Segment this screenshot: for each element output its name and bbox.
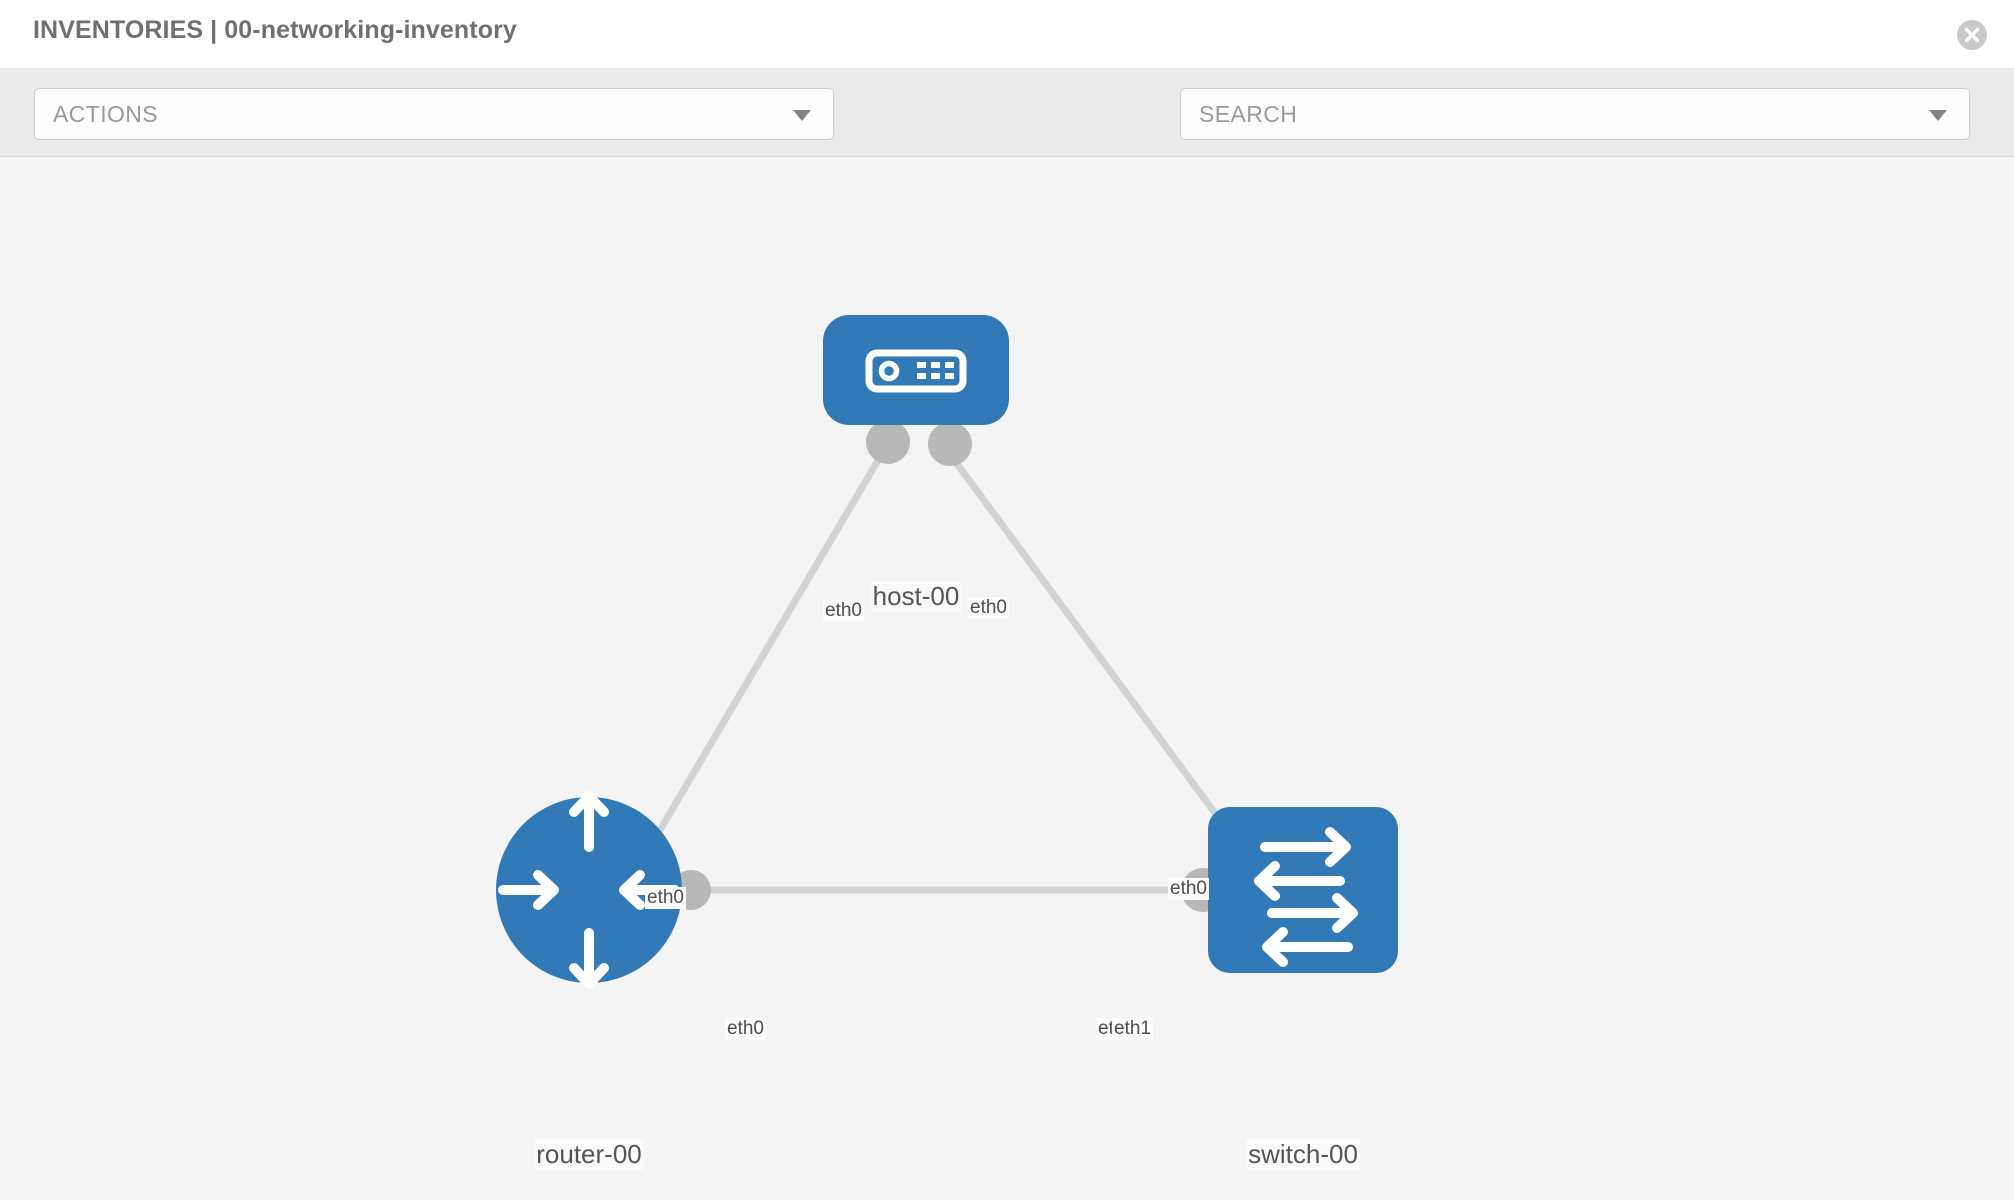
page-header: INVENTORIES | 00-networking-inventory [0,0,2014,69]
page-title: INVENTORIES | 00-networking-inventory [33,16,517,44]
server-appliance-icon [865,349,967,393]
search-input[interactable]: SEARCH [1180,88,1970,140]
chevron-down-icon [793,110,811,121]
iface-label-router00-right: eth0 [725,1018,766,1040]
endpoint-host00-right [928,422,972,466]
search-placeholder-label: SEARCH [1199,101,1298,127]
topology-graph [496,315,1398,989]
actions-dropdown[interactable]: ACTIONS [34,88,834,140]
node-label-host-00: host-00 [870,581,962,612]
topology-links [646,454,1243,894]
node-switch-00 [1208,807,1398,973]
iface-label-host00-left: eth0 [823,600,864,622]
close-icon[interactable] [1956,19,1988,51]
node-label-router-00: router-00 [534,1139,644,1170]
topology-canvas[interactable]: eth0 eth0 eth0 eth0 eth0 eth0 eth1 host-… [0,157,2014,1200]
actions-dropdown-label: ACTIONS [53,101,159,127]
iface-label-switch00-left-eth1: eth1 [1112,1018,1153,1040]
link-host00-router00 [646,455,884,849]
iface-label-host00-right: eth0 [968,597,1009,619]
toolbar: ACTIONS SEARCH [0,69,2014,192]
switch-arrows-icon [1254,827,1358,967]
chevron-down-icon [1929,110,1947,121]
link-host00-switch00 [949,454,1243,850]
node-label-switch-00: switch-00 [1246,1139,1360,1170]
link-endpoints [628,420,1257,912]
iface-label-switch00-up: eth0 [1168,878,1209,900]
endpoint-host00-left [866,420,910,464]
iface-label-router00-up: eth0 [645,887,686,909]
node-host-00 [823,315,1009,425]
